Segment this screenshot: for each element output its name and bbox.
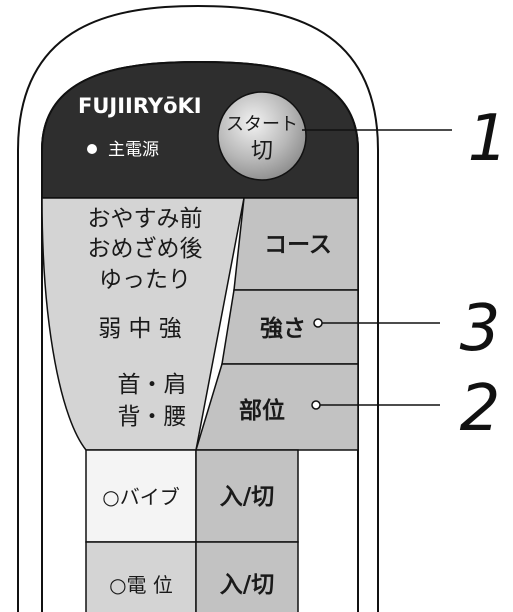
callout-number-2: 2	[460, 372, 501, 446]
area-line-1: 首・肩	[118, 372, 187, 398]
vibe-toggle-button[interactable]	[195, 449, 299, 543]
callout-dot-strength	[313, 318, 323, 328]
callout-dot-area	[311, 400, 321, 410]
start-button-label-line2: 切	[251, 139, 273, 164]
callout-number-1: 1	[468, 102, 509, 176]
potential-toggle-button[interactable]	[195, 541, 299, 612]
course-mode-1: おやすみ前	[88, 206, 203, 232]
vibe-button-label: 入/切	[220, 484, 274, 510]
area-button-label: 部位	[239, 397, 285, 424]
course-mode-3: ゆったり	[99, 267, 191, 293]
callout-number-3: 3	[460, 292, 501, 366]
course-mode-2: おめざめ後	[88, 235, 203, 262]
vibe-label: ○バイブ	[102, 485, 179, 509]
main-power-label: 主電源	[108, 140, 159, 160]
strength-button-label: 強さ	[260, 316, 306, 342]
potential-label: ○電 位	[109, 573, 173, 597]
potential-label-cell	[85, 541, 197, 612]
power-led-icon	[87, 144, 97, 154]
potential-button-label: 入/切	[220, 572, 274, 598]
start-stop-button[interactable]	[217, 91, 307, 181]
brand-logo: FUJIIRYōKI	[78, 94, 202, 118]
area-line-2: 背・腰	[118, 404, 187, 430]
area-button[interactable]	[194, 363, 359, 451]
start-button-label-line1: スタート	[226, 114, 298, 135]
strength-levels: 弱 中 強	[98, 316, 182, 342]
course-button-label: コース	[264, 232, 332, 258]
